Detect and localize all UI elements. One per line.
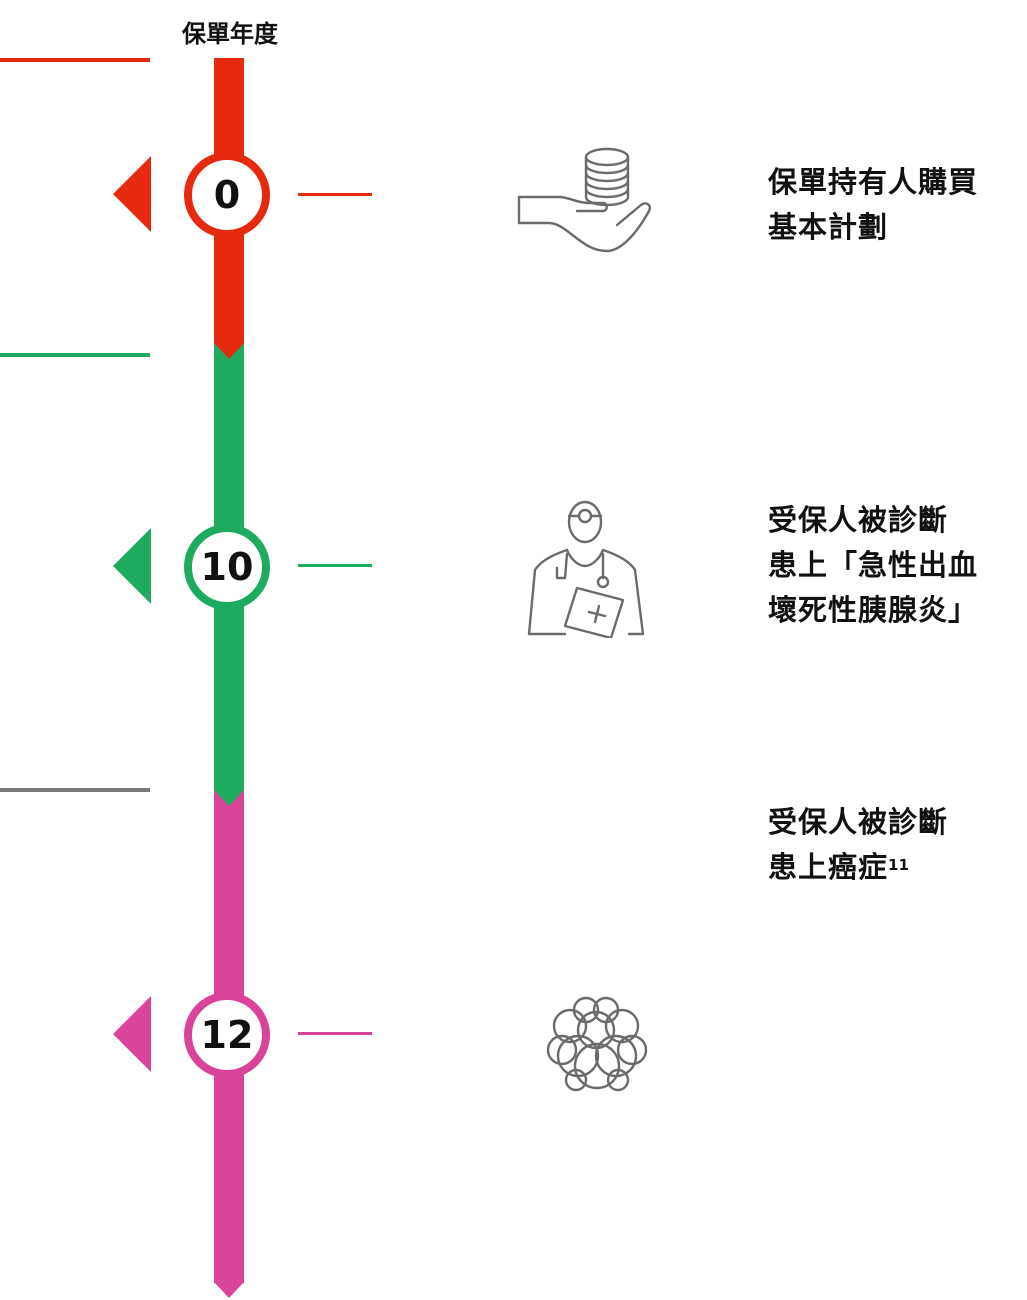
desc-line: 患上癌症11 [768, 845, 1027, 890]
desc-line: 基本計劃 [768, 210, 889, 244]
timeline-end-arrow [214, 1282, 244, 1298]
cells-icon [546, 996, 648, 1092]
desc-line: 受保人被診斷 [768, 503, 949, 537]
desc-line: 保單持有人購買 [768, 165, 979, 199]
separator-line-red [0, 58, 150, 62]
connector-dash-12 [298, 1032, 372, 1035]
desc-line: 患上「急性出血 [768, 548, 979, 582]
year-circle-12: 12 [184, 992, 270, 1078]
timeline-arrow-red-overlay [214, 343, 244, 359]
milestone-desc-12: 受保人被診斷 患上癌症11 [768, 800, 1027, 890]
footnote-marker: 11 [888, 856, 909, 874]
doctor-icon [527, 500, 645, 638]
desc-line-text: 患上癌症 [768, 850, 889, 884]
year-circle-10: 10 [184, 524, 270, 610]
marker-triangle-10 [113, 528, 151, 604]
separator-line-gray [0, 788, 150, 792]
year-circle-0: 0 [184, 152, 270, 238]
hand-coins-icon [517, 147, 651, 253]
milestone-desc-0: 保單持有人購買 基本計劃 [768, 160, 1027, 250]
desc-line: 受保人被診斷 [768, 805, 949, 839]
milestone-desc-10: 受保人被診斷 患上「急性出血 壞死性胰腺炎」 [768, 498, 1027, 633]
marker-triangle-12 [113, 996, 151, 1072]
desc-line: 壞死性胰腺炎」 [768, 593, 979, 627]
connector-dash-10 [298, 564, 372, 567]
timeline-arrow-green-overlay [214, 790, 244, 806]
separator-line-green [0, 353, 150, 357]
axis-title: 保單年度 [182, 20, 278, 48]
marker-triangle-0 [113, 156, 151, 232]
connector-dash-0 [298, 193, 372, 196]
